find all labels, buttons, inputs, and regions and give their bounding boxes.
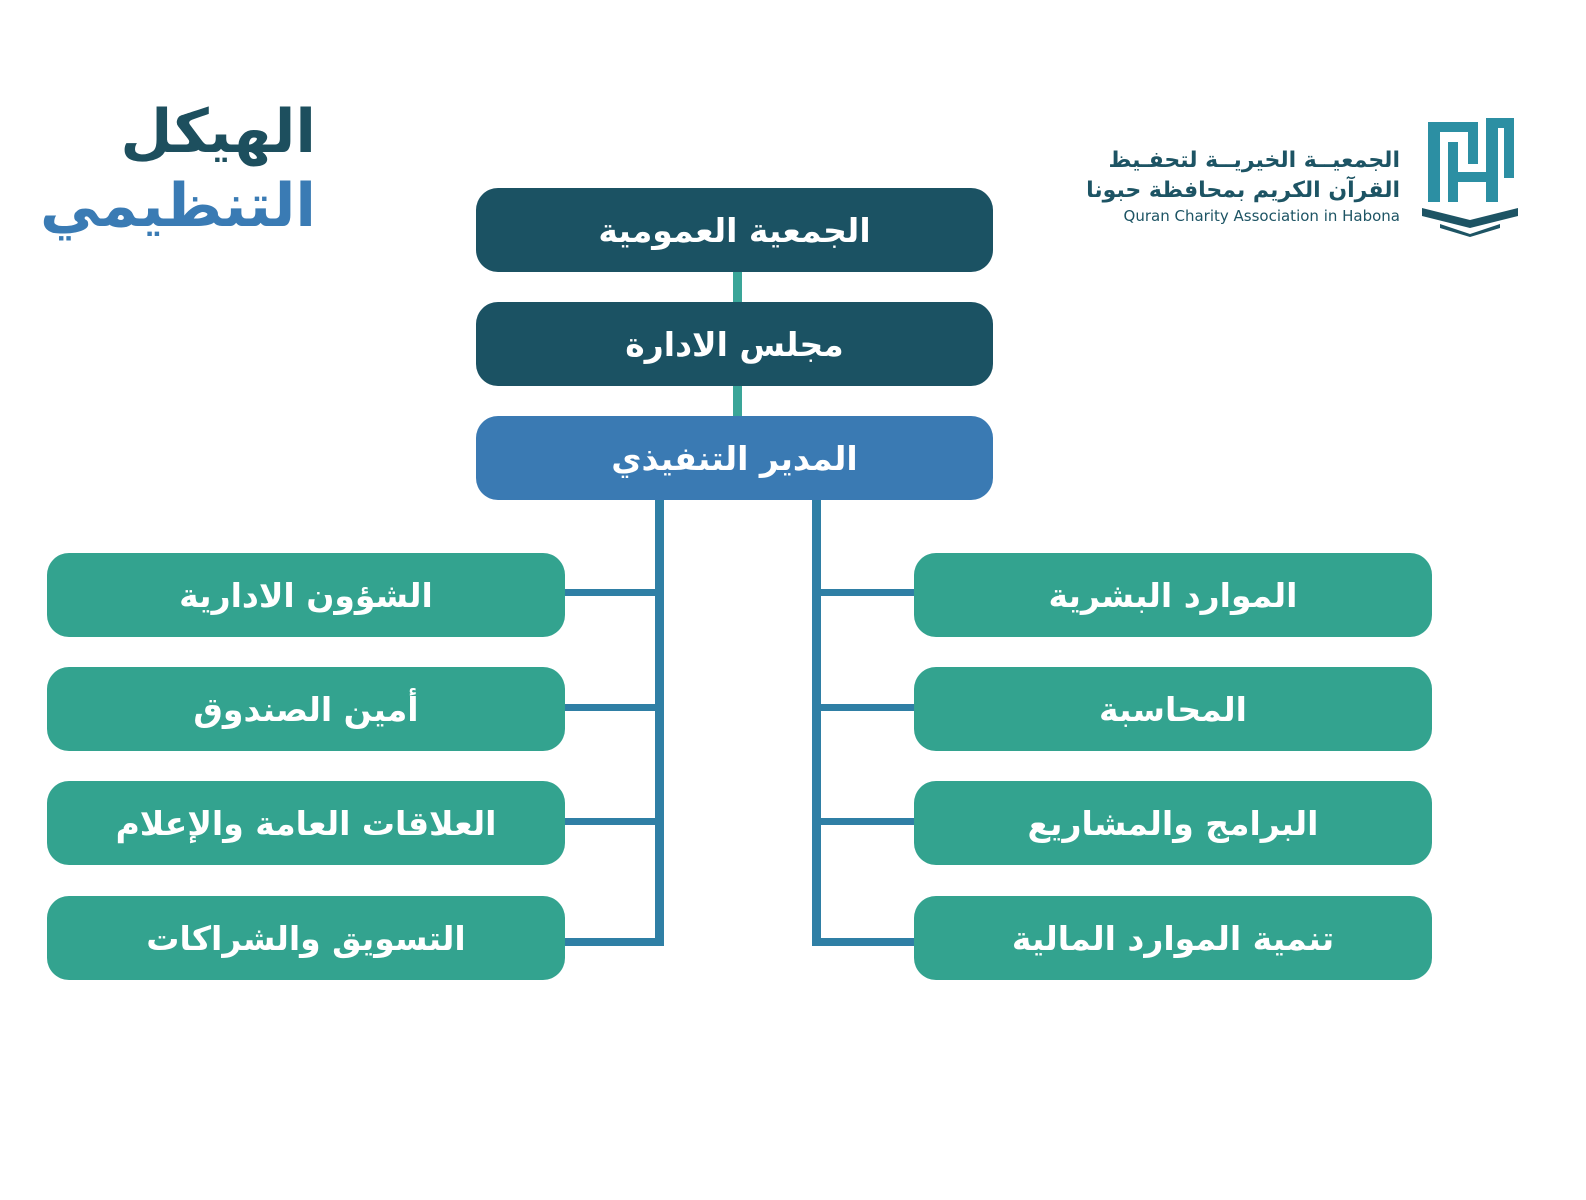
node-department-right-2: المحاسبة [914,667,1432,751]
department-label: التسويق والشراكات [146,918,466,958]
department-label: الموارد البشرية [1048,575,1298,615]
connector-left-trunk [655,500,664,946]
connector-right-branch-1 [812,589,915,596]
department-label: العلاقات العامة والإعلام [115,803,497,843]
node-department-left-3: العلاقات العامة والإعلام [47,781,565,865]
node-department-left-1: الشؤون الادارية [47,553,565,637]
department-label: الشؤون الادارية [179,575,433,615]
connector-left-branch-4 [563,938,664,946]
department-label: تنمية الموارد المالية [1011,918,1335,958]
node-board: مجلس الادارة [476,302,993,386]
connector-left-branch-3 [563,818,664,825]
quran-book-logo-icon [1422,118,1518,237]
department-label: المحاسبة [1099,689,1247,729]
connector-left-branch-1 [563,589,664,596]
node-department-left-2: أمين الصندوق [47,667,565,751]
node-department-right-4: تنمية الموارد المالية [914,896,1432,980]
node-department-left-4: التسويق والشراكات [47,896,565,980]
connector-right-branch-3 [812,818,915,825]
node-general-assembly-label: الجمعية العمومية [598,210,871,250]
node-general-assembly: الجمعية العمومية [476,188,993,272]
logo-arabic-line-2: القرآن الكريم بمحافظة حبونا [1086,178,1400,203]
logo-arabic-line-1: الجمعيــة الخيريــة لتحفـيظ [1108,148,1400,173]
title-line-1: الهيكل [120,97,316,167]
title-line-2: التنظيمي [40,171,316,241]
node-department-right-3: البرامج والمشاريع [914,781,1432,865]
association-logo: الجمعيــة الخيريــة لتحفـيظ القرآن الكري… [1086,112,1520,237]
node-board-label: مجلس الادارة [625,324,844,364]
page-title: الهيكل التنظيمي [40,95,316,243]
logo-text: الجمعيــة الخيريــة لتحفـيظ القرآن الكري… [1086,146,1400,226]
connector-board-director [733,386,742,416]
node-executive-director: المدير التنفيذي [476,416,993,500]
connector-right-branch-2 [812,704,915,711]
connector-right-branch-4 [812,938,915,946]
department-label: أمين الصندوق [193,689,419,729]
connector-assembly-board [733,272,742,302]
node-executive-director-label: المدير التنفيذي [611,438,858,478]
connector-right-trunk [812,500,821,946]
logo-english-name: Quran Charity Association in Habona [1123,207,1400,225]
node-department-right-1: الموارد البشرية [914,553,1432,637]
department-label: البرامج والمشاريع [1027,803,1319,843]
connector-left-branch-2 [563,704,664,711]
